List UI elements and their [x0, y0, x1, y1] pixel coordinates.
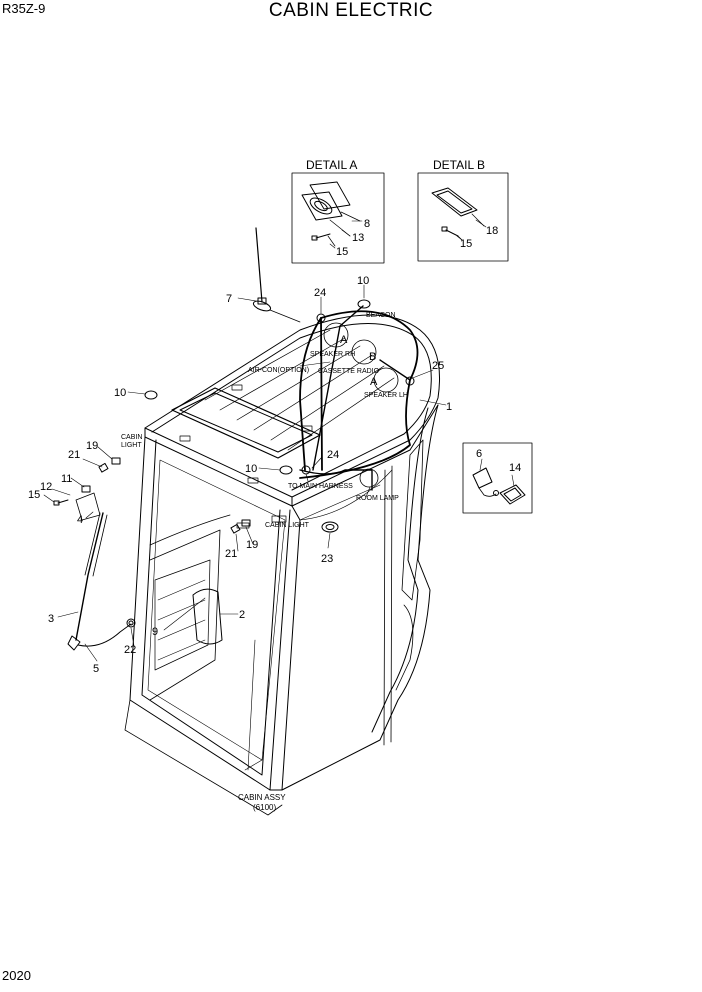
screw-icon — [53, 499, 69, 506]
detail-a-marker-circle — [323, 322, 399, 393]
label-cabin-light-line1: CABIN — [121, 434, 142, 441]
callout-7: 7 — [226, 293, 232, 305]
callout-12: 12 — [40, 481, 52, 493]
callout-13: 13 — [352, 232, 364, 244]
bulb-icon — [98, 457, 251, 534]
label-to-main-harness: TO MAIN HARNESS — [288, 483, 353, 490]
callout-19-left: 19 — [86, 440, 98, 452]
label-cabin-assy-number: (6100) — [253, 803, 276, 812]
callout-19-front: 19 — [246, 539, 258, 551]
callout-8: 8 — [364, 218, 370, 230]
callout-1: 1 — [446, 401, 452, 413]
label-room-lamp: ROOM LAMP — [356, 495, 399, 502]
speaker-part-icon — [301, 181, 361, 237]
marker-a-right: A — [340, 334, 348, 346]
callout-18: 18 — [486, 225, 498, 237]
callout-22: 22 — [124, 644, 136, 656]
callout-14: 14 — [509, 462, 521, 474]
detail-b-box: DETAIL B — [417, 158, 509, 262]
callout-21-left: 21 — [68, 449, 80, 461]
room-lamp-detail-box — [462, 442, 533, 514]
model-code: R35Z-9 — [2, 1, 46, 16]
label-speaker-lh: SPEAKER LH — [364, 392, 408, 399]
callout-9: 9 — [152, 626, 158, 638]
antenna-icon — [252, 227, 301, 323]
callout-5: 5 — [93, 663, 99, 675]
label-cabin-light-line2: LIGHT — [121, 442, 142, 449]
grommet-icon — [321, 521, 339, 533]
roof-harness — [299, 305, 419, 491]
callout-15-detail-b: 15 — [460, 238, 472, 250]
label-cabin-light-front: CABIN LIGHT — [265, 522, 310, 529]
wire-labels: BEACON SPEAKER RH AIR-CON(OPTION) CASSET… — [121, 312, 408, 812]
callout-10-left: 10 — [114, 387, 126, 399]
label-air-con-option: AIR-CON(OPTION) — [248, 367, 309, 374]
callout-15-detail-a: 15 — [336, 246, 348, 258]
callout-25: 25 — [432, 360, 444, 372]
room-lamp-circle — [359, 468, 379, 488]
callout-2: 2 — [239, 609, 245, 621]
callout-24-front: 24 — [327, 449, 339, 461]
callout-3: 3 — [48, 613, 54, 625]
page-number: 2020 — [2, 968, 31, 983]
callout-numbers: 1 2 3 4 5 6 7 8 9 10 10 10 11 12 13 14 1… — [28, 218, 521, 675]
callout-23: 23 — [321, 553, 333, 565]
callout-10-beacon: 10 — [357, 275, 369, 287]
callout-11: 11 — [61, 473, 72, 485]
callout-10-front: 10 — [245, 463, 257, 475]
callout-15-wiper: 15 — [28, 489, 40, 501]
label-cabin-assy: CABIN ASSY — [238, 793, 286, 802]
detail-b-title: DETAIL B — [433, 158, 485, 172]
screw-icon — [311, 233, 336, 247]
screw-icon — [441, 226, 463, 241]
wiper-icon — [67, 485, 136, 651]
marker-b: B — [369, 351, 376, 363]
callout-24-top: 24 — [314, 287, 326, 299]
page-title: CABIN ELECTRIC — [268, 0, 434, 21]
marker-a-left: A — [370, 376, 378, 388]
callout-4: 4 — [77, 514, 83, 526]
leader-lines — [43, 219, 515, 662]
detail-b-marker-circle — [351, 339, 377, 365]
callout-6: 6 — [476, 448, 482, 460]
label-speaker-rh: SPEAKER RH — [310, 351, 355, 358]
detail-a-title: DETAIL A — [306, 158, 357, 172]
label-beacon: BEACON — [366, 312, 396, 319]
detail-a-box: DETAIL A — [291, 158, 385, 264]
label-cassette-radio: CASSETTE RADIO — [318, 368, 380, 375]
callout-21-front: 21 — [225, 548, 237, 560]
